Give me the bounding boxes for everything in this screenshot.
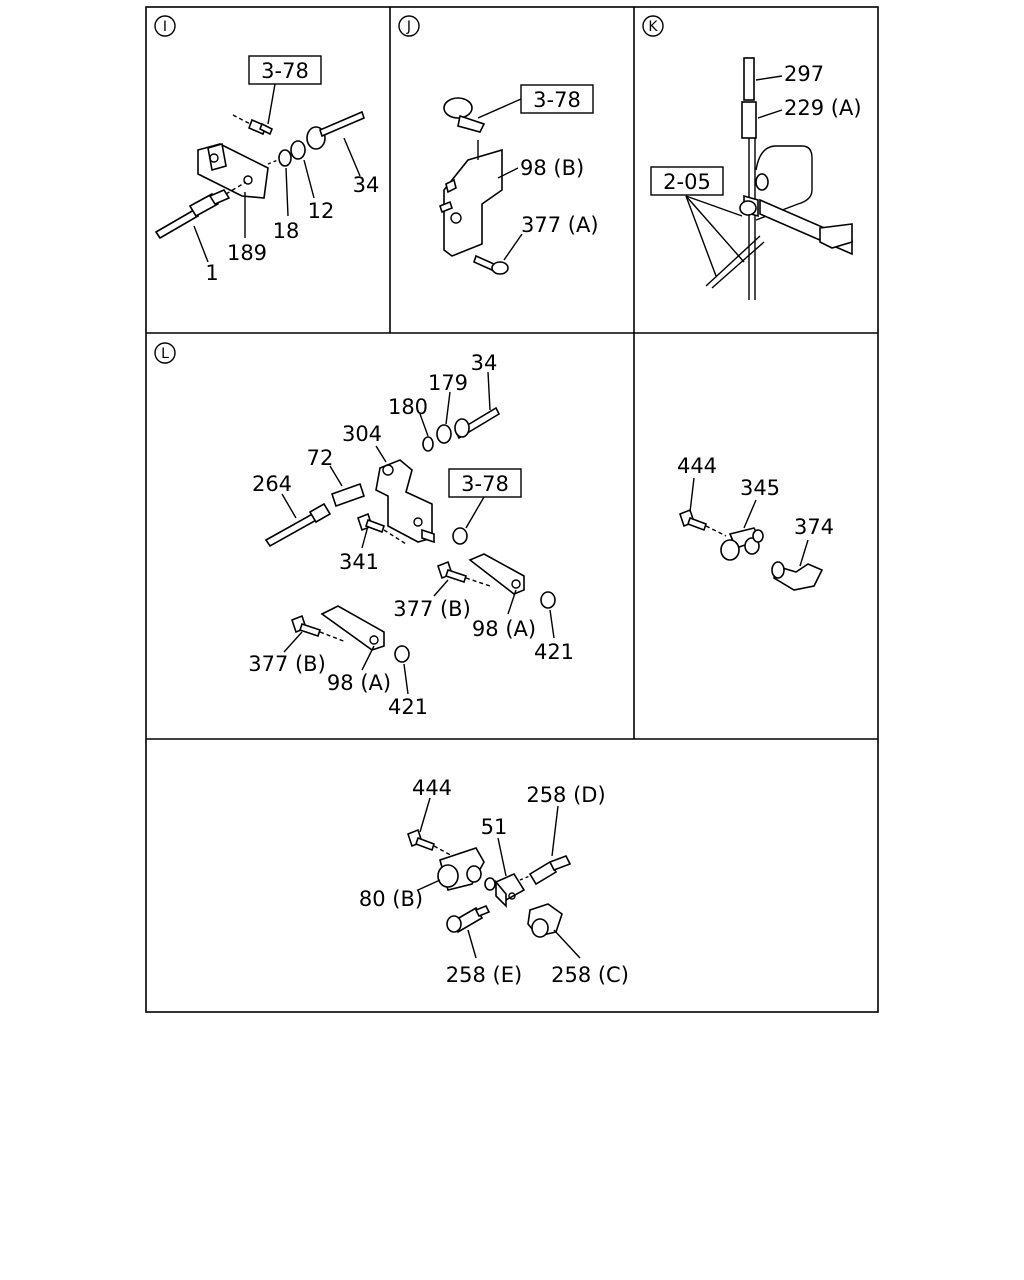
svg-text:345: 345 (740, 476, 780, 500)
panel-j: J 3-78 98 (B) 377 (A) (398, 15, 599, 275)
svg-text:377 (B): 377 (B) (248, 652, 326, 676)
svg-text:444: 444 (677, 454, 717, 478)
svg-text:J: J (406, 19, 411, 35)
svg-text:258 (E): 258 (E) (446, 963, 522, 987)
elbow-258c (527, 903, 563, 938)
bracket-98a-upper (437, 553, 556, 609)
block-51 (484, 872, 526, 908)
svg-text:12: 12 (308, 199, 335, 223)
bolt-part (232, 114, 274, 136)
svg-text:229 (A): 229 (A) (784, 96, 862, 120)
svg-text:98 (B): 98 (B) (520, 156, 584, 180)
bracket-plate (197, 142, 269, 199)
ref-box-3-78: 3-78 (448, 468, 522, 498)
svg-text:I: I (163, 19, 167, 35)
svg-text:1: 1 (205, 261, 218, 285)
svg-text:2-05: 2-05 (663, 170, 711, 194)
panel-k: K 2-05 297 229 (A) (642, 15, 862, 300)
bracket-98a-lower (291, 605, 410, 663)
ref-box-3-78: 3-78 (248, 55, 322, 85)
svg-text:444: 444 (412, 776, 452, 800)
svg-text:421: 421 (388, 695, 428, 719)
pipe-264 (264, 502, 332, 548)
ref-box-2-05: 2-05 (650, 166, 724, 196)
svg-text:3-78: 3-78 (533, 88, 581, 112)
svg-text:18: 18 (273, 219, 300, 243)
pipe-297 (741, 57, 757, 300)
svg-text:421: 421 (534, 640, 574, 664)
svg-text:297: 297 (784, 62, 824, 86)
svg-text:3-78: 3-78 (461, 472, 509, 496)
panel-l-marker: L (154, 342, 176, 364)
svg-text:377 (A): 377 (A) (521, 213, 599, 237)
ref-box-3-78: 3-78 (520, 84, 594, 114)
panel-frame (145, 6, 879, 1013)
bolt-444 (679, 508, 727, 537)
panel-j-marker: J (398, 15, 420, 37)
svg-text:179: 179 (428, 371, 468, 395)
svg-text:189: 189 (227, 241, 267, 265)
bolt-444 (407, 828, 457, 859)
svg-text:377 (B): 377 (B) (393, 597, 471, 621)
svg-text:34: 34 (353, 173, 380, 197)
panel-k-marker: K (642, 15, 664, 37)
panel-i: I 3-78 (154, 15, 380, 285)
fitting-258d (519, 854, 572, 886)
svg-text:72: 72 (307, 446, 334, 470)
svg-text:34: 34 (471, 351, 498, 375)
bolt-377a (473, 254, 509, 275)
tee-345 (720, 527, 764, 561)
svg-text:98 (A): 98 (A) (327, 671, 391, 695)
svg-text:L: L (161, 346, 169, 362)
panel-l: L 3-78 (154, 342, 574, 719)
svg-text:374: 374 (794, 515, 834, 539)
tee-80b (437, 847, 485, 891)
washer-nut (267, 110, 365, 167)
bracket-98b (439, 140, 503, 257)
pipe-fitting (154, 181, 247, 240)
svg-text:258 (D): 258 (D) (526, 783, 605, 807)
svg-text:264: 264 (252, 472, 292, 496)
svg-text:341: 341 (339, 550, 379, 574)
svg-text:304: 304 (342, 422, 382, 446)
bolt-341 (357, 512, 407, 545)
frame-member (739, 173, 853, 256)
washer-180 (422, 436, 434, 452)
panel-m: 444 345 374 (677, 454, 834, 591)
svg-text:51: 51 (481, 815, 508, 839)
panel-n: 444 258 (D) 51 80 (B) 258 (E) 258 (C) (359, 776, 629, 987)
svg-text:98 (A): 98 (A) (472, 617, 536, 641)
union-72 (330, 482, 366, 508)
elbow-374 (771, 561, 824, 591)
svg-text:80 (B): 80 (B) (359, 887, 423, 911)
clip-part (443, 97, 486, 133)
svg-text:K: K (648, 19, 658, 35)
nut-179 (436, 424, 452, 444)
svg-text:3-78: 3-78 (261, 59, 309, 83)
svg-text:180: 180 (388, 395, 428, 419)
svg-text:258 (C): 258 (C) (551, 963, 629, 987)
panel-i-marker: I (154, 15, 176, 37)
fitting-258e (446, 904, 491, 934)
